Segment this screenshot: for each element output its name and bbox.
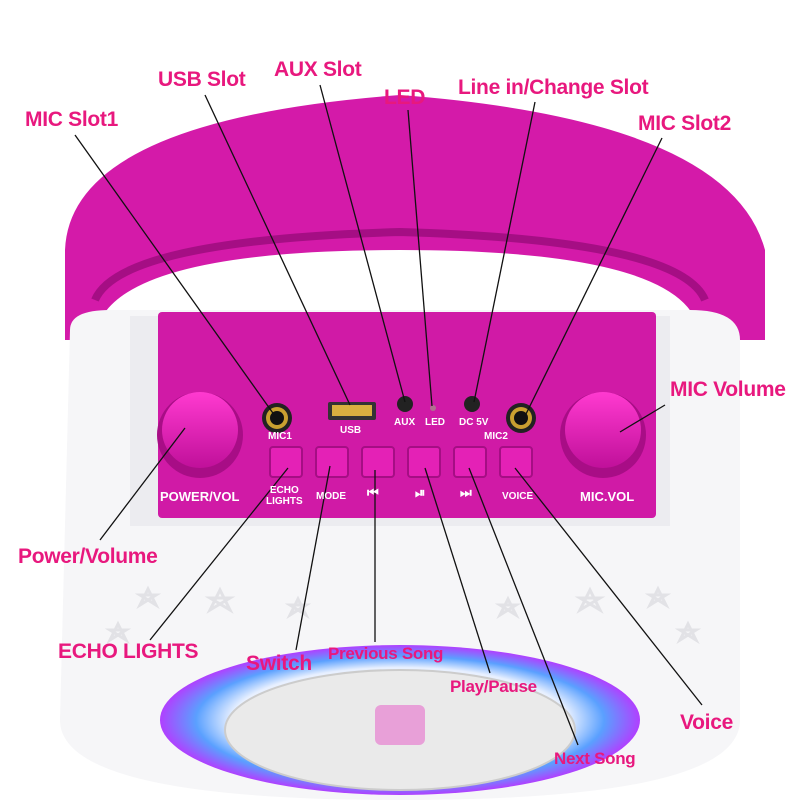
star-pattern — [104, 585, 702, 645]
panel-icon-play-pause: ⏯ — [415, 485, 426, 500]
callout-power-volume: Power/Volume — [18, 545, 158, 568]
callout-usb-slot: USB Slot — [158, 68, 246, 91]
leader-lines — [74, 84, 703, 746]
panel-label-aux: AUX — [394, 417, 416, 428]
panel-icon-previous: ⏮ — [367, 485, 379, 500]
dc5v-port — [464, 396, 480, 412]
panel-label-voice: VOICE — [502, 491, 534, 502]
led-indicator — [430, 405, 436, 411]
callout-play-pause: Play/Pause — [450, 677, 537, 696]
callout-switch: Switch — [246, 652, 312, 675]
panel-label-echo-lights: ECHO LIGHTS — [266, 485, 303, 507]
mic-vol-knob — [565, 392, 641, 468]
play-pause-button — [407, 446, 441, 478]
panel-label-mic1: MIC1 — [268, 431, 292, 442]
panel-icon-next: ⏭ — [460, 485, 472, 500]
previous-button — [361, 446, 395, 478]
callout-previous-song: Previous Song — [328, 644, 444, 663]
callout-aux-slot: AUX Slot — [274, 58, 362, 81]
callout-voice: Voice — [680, 711, 733, 734]
mic2-jack — [514, 411, 528, 425]
callout-mic-slot1: MIC Slot1 — [25, 108, 118, 131]
callout-mic-slot2: MIC Slot2 — [638, 112, 731, 135]
power-vol-knob — [162, 392, 238, 468]
usb-port — [332, 405, 372, 416]
callout-line-in: Line in/Change Slot — [458, 76, 649, 99]
panel-label-power-vol: POWER/VOL — [160, 489, 240, 504]
callout-mic-volume: MIC Volume — [670, 378, 786, 401]
next-button — [453, 446, 487, 478]
panel-label-usb: USB — [340, 425, 362, 436]
panel-label-mic2: MIC2 — [484, 431, 508, 442]
handle — [65, 95, 765, 340]
panel-label-dc5v: DC 5V — [459, 417, 489, 428]
panel-label-led: LED — [425, 417, 445, 428]
mode-button — [315, 446, 349, 478]
aux-port — [397, 396, 413, 412]
echo-lights-button — [269, 446, 303, 478]
voice-button — [499, 446, 533, 478]
callout-echo-lights: ECHO LIGHTS — [58, 640, 199, 663]
callout-next-song: Next Song — [554, 749, 636, 768]
mic1-jack — [270, 411, 284, 425]
callout-led: LED — [384, 86, 426, 109]
panel-label-mode: MODE — [316, 491, 346, 502]
panel-label-mic-vol: MIC.VOL — [580, 489, 635, 504]
